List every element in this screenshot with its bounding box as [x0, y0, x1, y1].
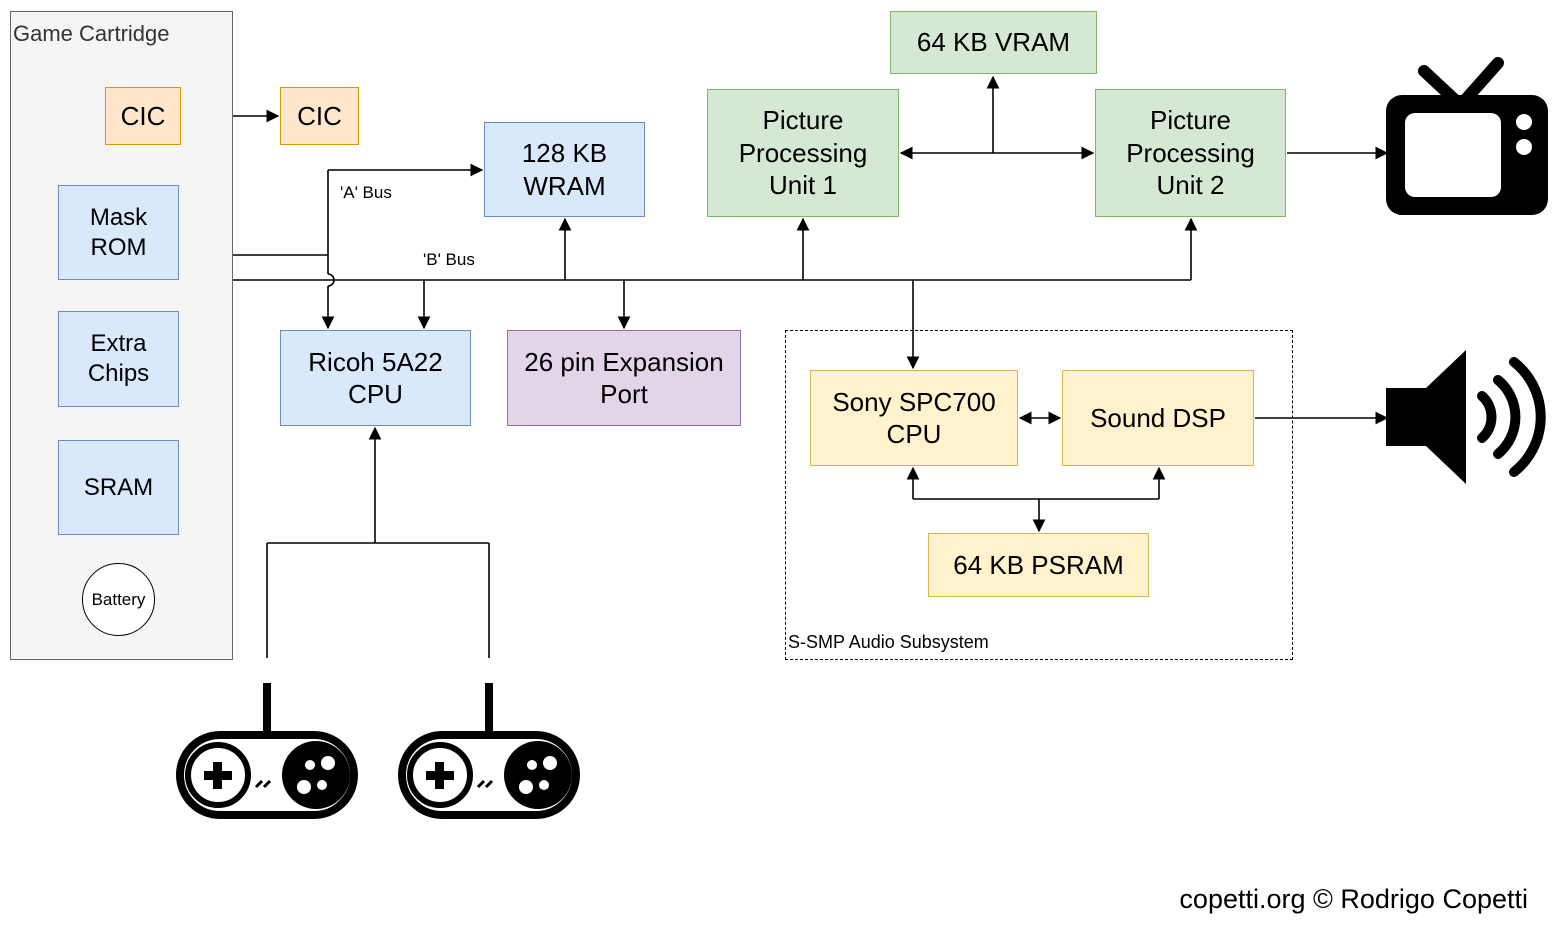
vram-label: 64 KB VRAM: [916, 27, 1071, 58]
spc700-block: Sony SPC700 CPU: [810, 370, 1018, 466]
psram-block: 64 KB PSRAM: [928, 533, 1149, 597]
cpu-label: Ricoh 5A22 CPU: [308, 346, 443, 410]
extra-chips-block: Extra Chips: [58, 311, 179, 407]
psram-label: 64 KB PSRAM: [953, 549, 1124, 580]
wram-label: 128 KB WRAM: [521, 138, 608, 201]
mask-rom-block: Mask ROM: [58, 185, 179, 280]
cpu-block: Ricoh 5A22 CPU: [280, 330, 471, 426]
battery-block: Battery: [82, 563, 155, 636]
gamepad-icon: [398, 683, 580, 819]
a-bus-label: 'A' Bus: [340, 183, 392, 202]
ppu2-label: Picture Processing Unit 2: [1126, 105, 1255, 201]
sound-dsp-block: Sound DSP: [1062, 370, 1254, 466]
speaker-icon: [1386, 350, 1546, 484]
vram-block: 64 KB VRAM: [890, 11, 1097, 74]
sram-block: SRAM: [58, 440, 179, 535]
expansion-port-label: 26 pin Expansion Port: [524, 346, 724, 410]
console-cic-label: CIC: [297, 100, 342, 131]
tv-icon: [1386, 57, 1548, 215]
cartridge-cic-block: CIC: [105, 87, 181, 145]
wram-block: 128 KB WRAM: [484, 122, 645, 217]
console-cic-block: CIC: [280, 87, 359, 145]
spc700-label: Sony SPC700 CPU: [832, 386, 996, 450]
sram-label: SRAM: [83, 473, 154, 501]
battery-label: Battery: [91, 589, 146, 609]
gamepad-icon: [176, 683, 358, 819]
ppu2-block: Picture Processing Unit 2: [1095, 89, 1286, 217]
ppu1-label: Picture Processing Unit 1: [738, 105, 868, 201]
cartridge-cic-label: CIC: [120, 100, 166, 131]
b-bus-label: 'B' Bus: [423, 250, 475, 269]
game-cartridge-title: Game Cartridge: [13, 21, 170, 46]
ppu1-block: Picture Processing Unit 1: [707, 89, 899, 217]
credit-text: copetti.org © Rodrigo Copetti: [1179, 884, 1528, 914]
mask-rom-label: Mask ROM: [89, 203, 148, 261]
audio-subsystem-frame: [785, 330, 1293, 660]
sound-dsp-label: Sound DSP: [1090, 402, 1226, 433]
expansion-port-block: 26 pin Expansion Port: [507, 330, 741, 426]
extra-chips-label: Extra Chips: [87, 330, 150, 387]
audio-subsystem-title: S-SMP Audio Subsystem: [788, 632, 989, 652]
